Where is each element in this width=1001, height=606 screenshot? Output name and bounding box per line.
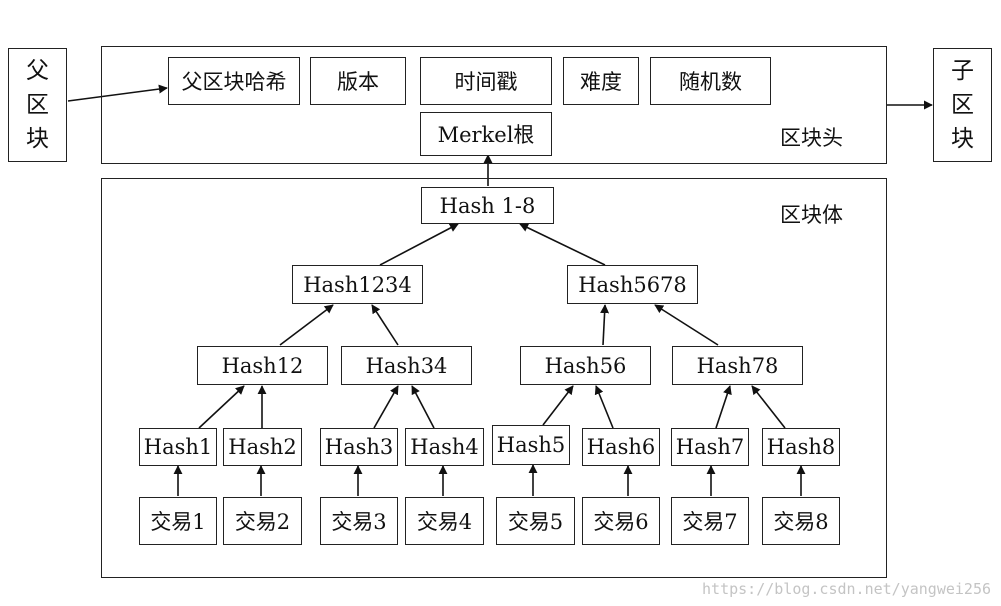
block-body-frame [101,178,887,578]
transaction-box: 交易3 [320,497,398,545]
arrow-56-to-5678 [600,304,610,346]
merkle-leaf-hash: Hash5 [492,425,570,465]
merkle-node-level2: Hash5678 [567,265,698,304]
arrow-12-to-1234 [279,304,334,346]
merkle-leaf-hash: Hash2 [223,428,302,466]
transaction-box: 交易4 [405,497,484,545]
arrow-h7-to-78 [715,385,732,429]
child-block-char: 子 [951,58,974,84]
merkle-leaf-hash: Hash1 [139,428,217,466]
merkle-tree-root: Hash 1-8 [421,187,554,224]
prev-hash-field: 父区块哈希 [168,57,300,105]
version-field: 版本 [310,57,406,105]
block-header-frame [101,46,887,164]
nonce-field: 随机数 [650,57,771,105]
merkle-leaf-hash: Hash6 [582,428,660,466]
transaction-box: 交易7 [671,497,749,545]
timestamp-field: 时间戳 [420,57,552,105]
watermark: https://blog.csdn.net/yangwei256 [702,580,991,598]
transaction-box: 交易5 [496,497,575,545]
transaction-box: 交易1 [139,497,217,545]
child-block-char: 区 [951,92,974,118]
merkle-node-level3: Hash12 [197,346,328,385]
merkle-node-level3: Hash34 [341,346,472,385]
merkle-leaf-hash: Hash8 [762,428,840,466]
arrow-78-to-5678 [654,304,719,346]
merkle-leaf-hash: Hash3 [320,428,398,466]
parent-block-char: 区 [26,92,49,118]
block-header-label: 区块头 [780,126,843,150]
arrow-1234-to-root [379,223,459,266]
parent-block-char: 块 [26,126,49,152]
arrow-h6-to-56 [594,385,614,429]
arrow-h4-to-34 [411,385,435,429]
arrow-h8-to-78 [751,385,786,429]
merkle-node-level2: Hash1234 [292,265,423,304]
parent-block-char: 父 [26,58,49,84]
merkle-leaf-hash: Hash7 [671,428,749,466]
merkle-leaf-hash: Hash4 [405,428,484,466]
block-body-label: 区块体 [780,203,843,227]
merkle-node-level3: Hash56 [520,346,651,385]
transaction-box: 交易6 [582,497,660,545]
arrow-parent-to-prevhash [67,84,168,102]
transaction-box: 交易2 [223,497,302,545]
parent-block: 父 区 块 [8,48,67,162]
arrow-h5-to-56 [542,385,574,426]
arrow-34-to-1234 [371,304,399,346]
transaction-box: 交易8 [762,497,840,545]
arrow-h1-to-12 [198,385,245,429]
arrow-5678-to-root [519,223,606,266]
merkle-root-field: Merkel根 [420,112,552,156]
arrow-h3-to-34 [373,385,399,429]
difficulty-field: 难度 [563,57,639,105]
merkle-node-level3: Hash78 [672,346,803,385]
child-block: 子 区 块 [933,48,992,162]
child-block-char: 块 [951,126,974,152]
